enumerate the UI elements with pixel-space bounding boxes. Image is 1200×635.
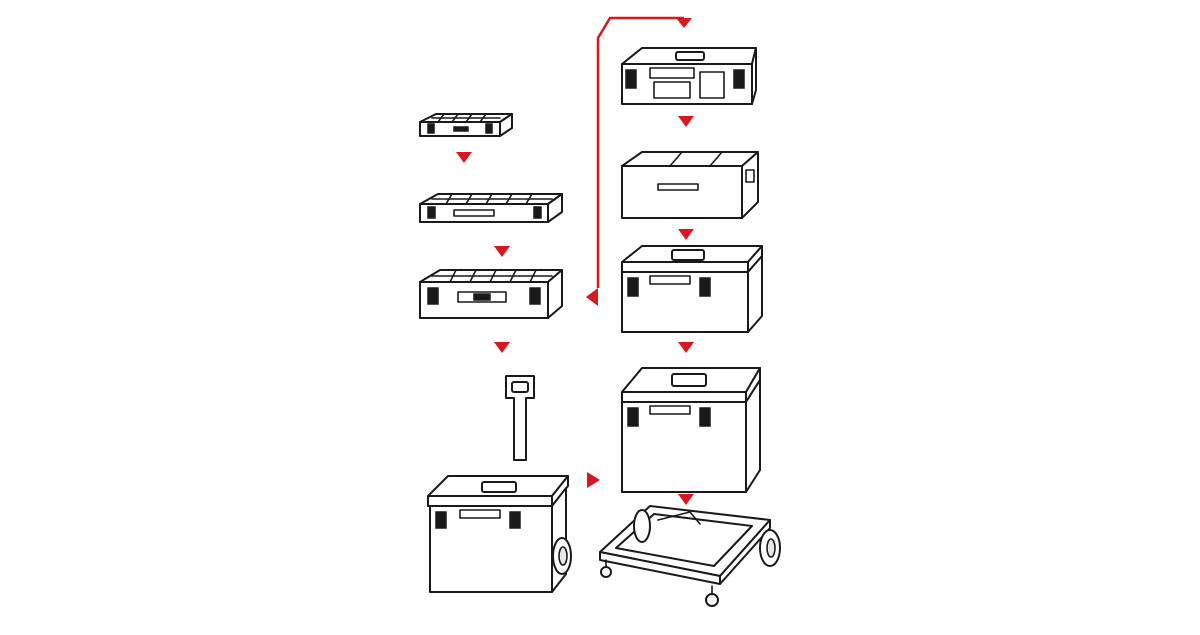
tall-toolbox-icon <box>621 367 761 493</box>
toolbox-icon <box>621 245 763 333</box>
connector-arrowhead-icon <box>586 288 598 306</box>
arrow-group <box>456 18 694 505</box>
arrow-down-icon <box>678 342 694 353</box>
arrow-down-icon <box>494 246 510 257</box>
arrow-down-icon <box>494 342 510 353</box>
arrow-down-icon <box>456 152 472 163</box>
toolbox-lid-icon <box>621 47 757 105</box>
medium-organizer-icon <box>419 193 563 223</box>
arrow-down-icon <box>678 494 694 505</box>
arrow-down-icon <box>678 116 694 127</box>
arrow-right-icon <box>587 472 600 488</box>
arrow-down-icon <box>676 18 692 28</box>
open-tray-box-icon <box>621 151 759 219</box>
small-organizer-icon <box>419 113 513 137</box>
mobile-cart-toolbox-icon <box>427 375 572 593</box>
large-organizer-icon <box>419 269 563 319</box>
arrow-down-icon <box>678 229 694 240</box>
wheeled-base-cart-icon <box>599 505 781 607</box>
connector-line <box>596 16 684 288</box>
